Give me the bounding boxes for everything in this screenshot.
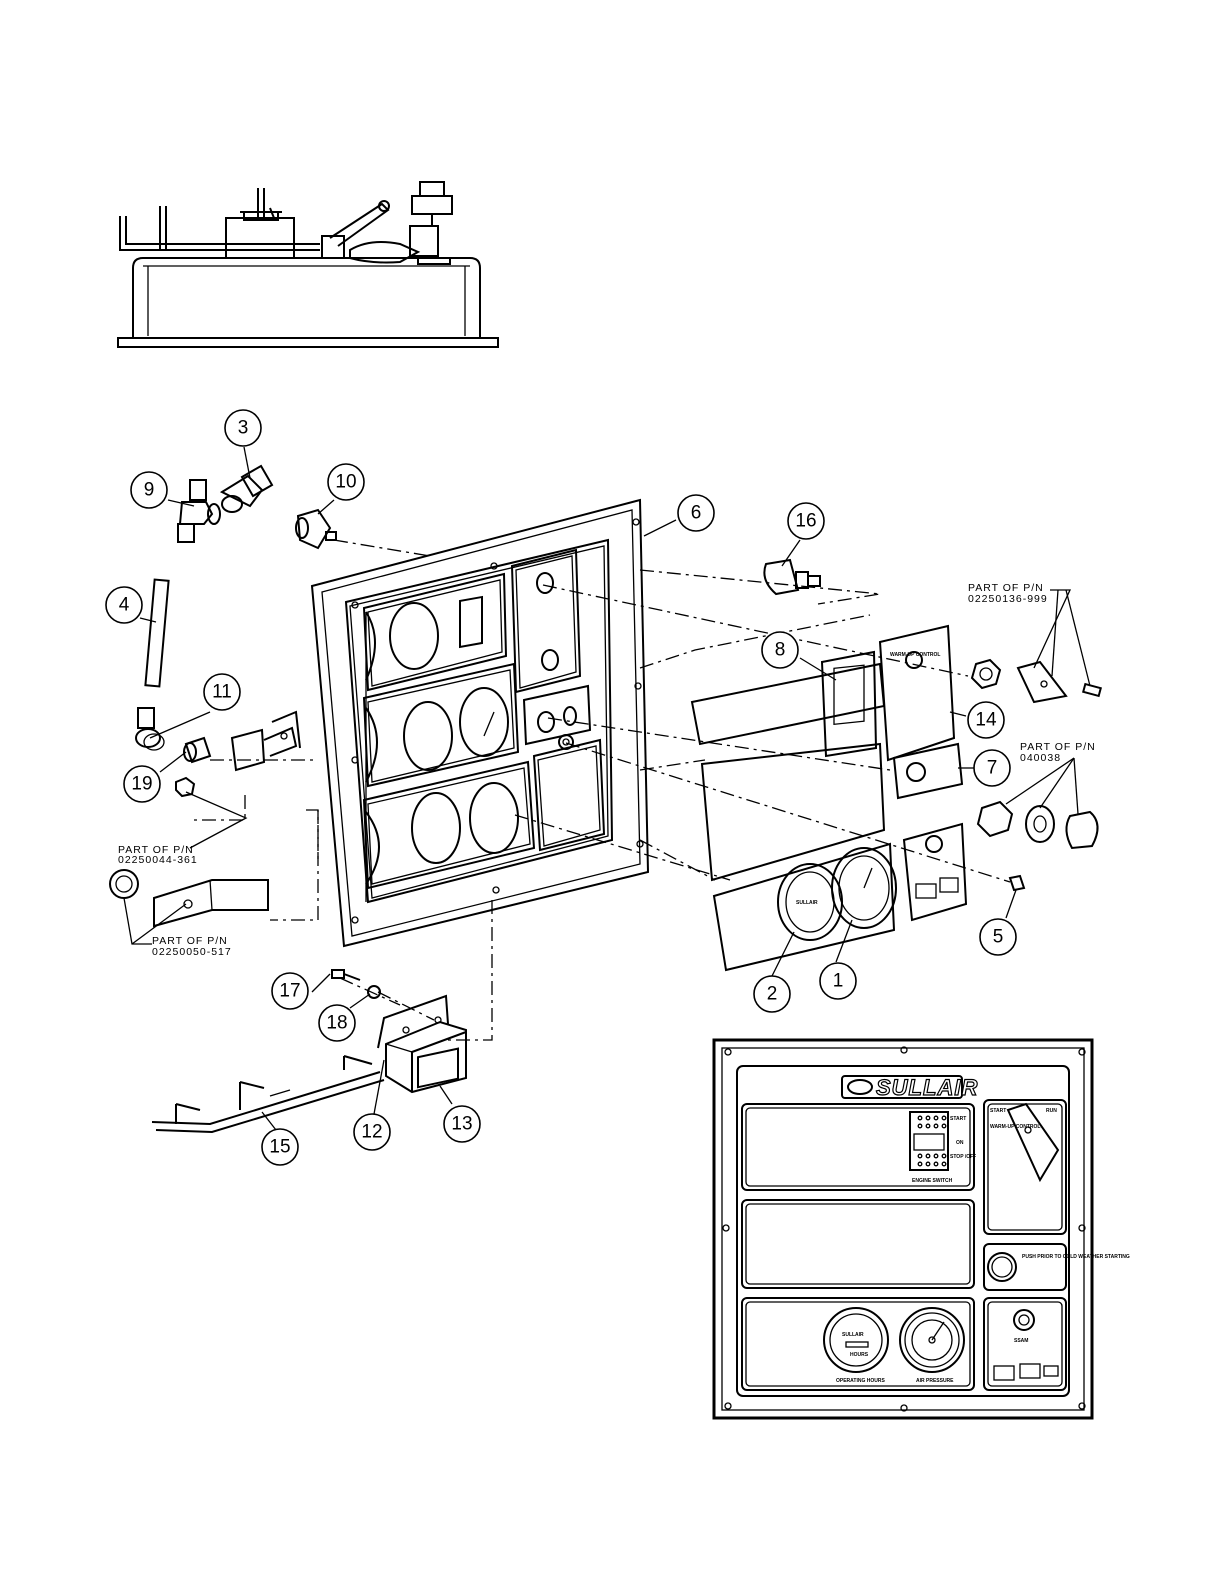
svg-text:16: 16 <box>795 511 816 532</box>
svg-text:8: 8 <box>775 640 786 661</box>
air-pressure-label: AIR PRESSURE <box>916 1378 954 1384</box>
note-050-line1: PART OF P/N <box>152 935 228 947</box>
svg-text:19: 19 <box>131 774 152 795</box>
svg-text:5: 5 <box>993 927 1004 948</box>
part-number-notes: PART OF P/N 02250136-999 PART OF P/N 040… <box>118 582 1096 958</box>
switch-on-label: ON <box>956 1140 964 1146</box>
callout-17: 17 <box>271 972 309 1010</box>
gauge-hours-brand: SULLAIR <box>796 900 818 906</box>
note-050-line2: 02250050-517 <box>152 946 232 958</box>
side-view <box>117 181 499 348</box>
callout-3: 3 <box>224 409 262 447</box>
svg-text:14: 14 <box>975 710 997 731</box>
relay-assembly <box>151 969 467 1134</box>
note-136-line2: 02250136-999 <box>968 593 1048 605</box>
svg-text:17: 17 <box>279 981 300 1002</box>
callout-18: 18 <box>318 1004 356 1042</box>
svg-text:18: 18 <box>326 1013 347 1034</box>
warmup-run-label: RUN <box>1046 1108 1057 1114</box>
engine-switch-label: ENGINE SWITCH <box>912 1178 953 1184</box>
note-136-line1: PART OF P/N <box>968 582 1044 594</box>
svg-text:4: 4 <box>119 595 130 616</box>
callout-1: 1 <box>819 962 857 1000</box>
svg-text:7: 7 <box>987 758 998 779</box>
callout-leaders <box>139 446 1017 1131</box>
svg-text:9: 9 <box>144 480 155 501</box>
callout-10: 10 <box>327 463 365 501</box>
callout-14: 14 <box>967 701 1005 739</box>
svg-text:13: 13 <box>451 1114 472 1135</box>
callout-8: 8 <box>761 631 799 669</box>
callout-6: 6 <box>677 494 715 532</box>
callout-12: 12 <box>353 1113 391 1151</box>
ssam-label: SSAM <box>1014 1338 1028 1344</box>
callout-7: 7 <box>973 749 1011 787</box>
switch-stop-label: STOP /OFF <box>950 1154 976 1160</box>
svg-text:2: 2 <box>767 984 778 1005</box>
fittings-left <box>109 464 337 928</box>
callout-15: 15 <box>261 1128 299 1166</box>
note-040038-line2: 040038 <box>1020 752 1061 764</box>
panel-enclosure <box>310 498 650 948</box>
callout-2: 2 <box>753 975 791 1013</box>
switch-start-label: START <box>950 1116 966 1122</box>
callout-5: 5 <box>979 918 1017 956</box>
callout-4: 4 <box>105 586 143 624</box>
hours-gauge-unit: HOURS <box>850 1352 869 1358</box>
callout-11: 11 <box>203 673 241 711</box>
svg-text:6: 6 <box>691 503 702 524</box>
fittings-right <box>763 558 1102 892</box>
svg-text:15: 15 <box>269 1137 290 1158</box>
callout-13: 13 <box>443 1105 481 1143</box>
push-label: PUSH PRIOR TO COLD WEATHER STARTING <box>1022 1254 1130 1260</box>
callout-19: 19 <box>123 765 161 803</box>
svg-text:11: 11 <box>212 682 232 703</box>
decal-plates: WARM-UP CONTROL SULLAIR <box>690 624 968 972</box>
panel-front-view: SULLAIR START ON STOP /OFF ENGINE SWITCH… <box>712 1038 1130 1420</box>
warmup-start-label: START <box>990 1108 1006 1114</box>
svg-text:12: 12 <box>361 1122 382 1143</box>
svg-text:1: 1 <box>833 971 844 992</box>
operating-hours-label: OPERATING HOURS <box>836 1378 885 1384</box>
brand-logo: SULLAIR <box>876 1075 978 1100</box>
svg-text:10: 10 <box>335 472 356 493</box>
note-044-line1: PART OF P/N <box>118 844 194 856</box>
callout-9: 9 <box>130 471 168 509</box>
note-044-line2: 02250044-361 <box>118 854 198 866</box>
warmup-label-small: WARM-UP CONTROL <box>890 652 940 658</box>
callout-16: 16 <box>787 502 825 540</box>
svg-text:3: 3 <box>238 418 249 439</box>
assembly-leaders <box>192 539 1011 1041</box>
note-040038-line1: PART OF P/N <box>1020 741 1096 753</box>
hours-gauge-brand: SULLAIR <box>842 1332 864 1338</box>
